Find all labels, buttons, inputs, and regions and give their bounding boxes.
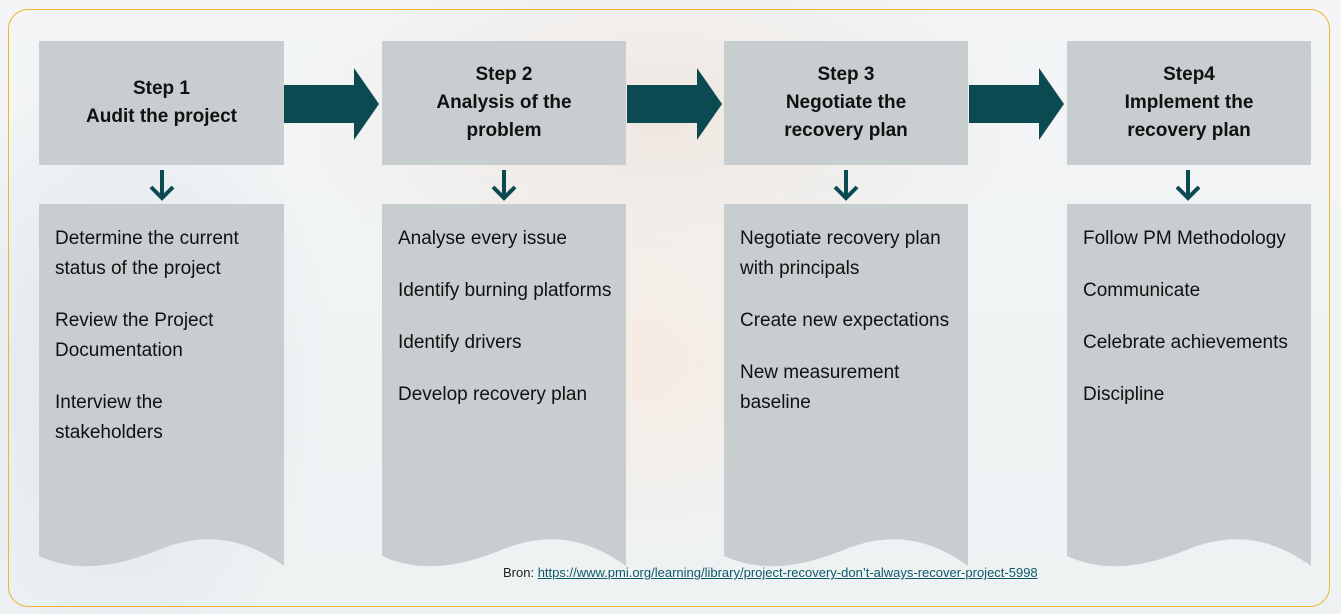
step-4-card: Follow PM Methodology Communicate Celebr… bbox=[1067, 204, 1311, 571]
arrow-down-icon bbox=[833, 170, 859, 201]
step-4-list: Follow PM Methodology Communicate Celebr… bbox=[1067, 204, 1311, 410]
source-label: Bron: bbox=[503, 565, 538, 580]
list-item: Discipline bbox=[1083, 384, 1165, 405]
list-item: Identify burning platforms bbox=[398, 280, 612, 301]
step-1-title: Step 1 Audit the project bbox=[86, 78, 237, 127]
step-4-title: Step4 Implement the recovery plan bbox=[1124, 64, 1254, 141]
list-item: Negotiate recovery plan with principals bbox=[740, 228, 941, 279]
list-item: Develop recovery plan bbox=[398, 384, 588, 405]
arrow-right-icon bbox=[969, 68, 1064, 140]
step-2-card: Analyse every issue Identify burning pla… bbox=[382, 204, 626, 571]
frame-border bbox=[8, 9, 1330, 607]
step-3-title: Step 3 Negotiate the recovery plan bbox=[784, 64, 908, 141]
step-3-list: Negotiate recovery plan with principals … bbox=[724, 204, 968, 418]
step-1-header: Step 1 Audit the project bbox=[39, 41, 284, 165]
step-2-header: Step 2 Analysis of the problem bbox=[382, 41, 626, 165]
card-shape bbox=[1067, 204, 1311, 567]
arrow-right-icon bbox=[627, 68, 722, 140]
list-item: Communicate bbox=[1083, 280, 1201, 301]
list-item: Determine the current status of the proj… bbox=[55, 228, 239, 279]
arrow-down-icon bbox=[491, 170, 517, 201]
list-item: Analyse every issue bbox=[398, 228, 567, 249]
step-3-header: Step 3 Negotiate the recovery plan bbox=[724, 41, 968, 165]
list-item: Create new expectations bbox=[740, 310, 950, 331]
arrow-down-icon bbox=[1175, 170, 1201, 201]
card-shape bbox=[724, 204, 968, 567]
card-shape bbox=[39, 204, 284, 567]
step-1-list: Determine the current status of the proj… bbox=[39, 204, 284, 448]
list-item: Celebrate achievements bbox=[1083, 332, 1288, 353]
step-3-card: Negotiate recovery plan with principals … bbox=[724, 204, 968, 571]
list-item: Follow PM Methodology bbox=[1083, 228, 1286, 249]
arrow-down-icon bbox=[149, 170, 175, 201]
source-citation: Bron: https://www.pmi.org/learning/libra… bbox=[503, 565, 1038, 580]
step-1-card: Determine the current status of the proj… bbox=[39, 204, 284, 571]
arrow-right-icon bbox=[284, 68, 379, 140]
list-item: New measurement baseline bbox=[740, 362, 900, 413]
source-link[interactable]: https://www.pmi.org/learning/library/pro… bbox=[537, 565, 1038, 580]
step-2-list: Analyse every issue Identify burning pla… bbox=[382, 204, 626, 410]
list-item: Interview the stakeholders bbox=[55, 392, 163, 443]
step-4-header: Step4 Implement the recovery plan bbox=[1067, 41, 1311, 165]
list-item: Identify drivers bbox=[398, 332, 522, 353]
list-item: Review the Project Documentation bbox=[55, 310, 214, 361]
card-shape bbox=[382, 204, 626, 567]
step-2-title: Step 2 Analysis of the problem bbox=[436, 64, 572, 141]
